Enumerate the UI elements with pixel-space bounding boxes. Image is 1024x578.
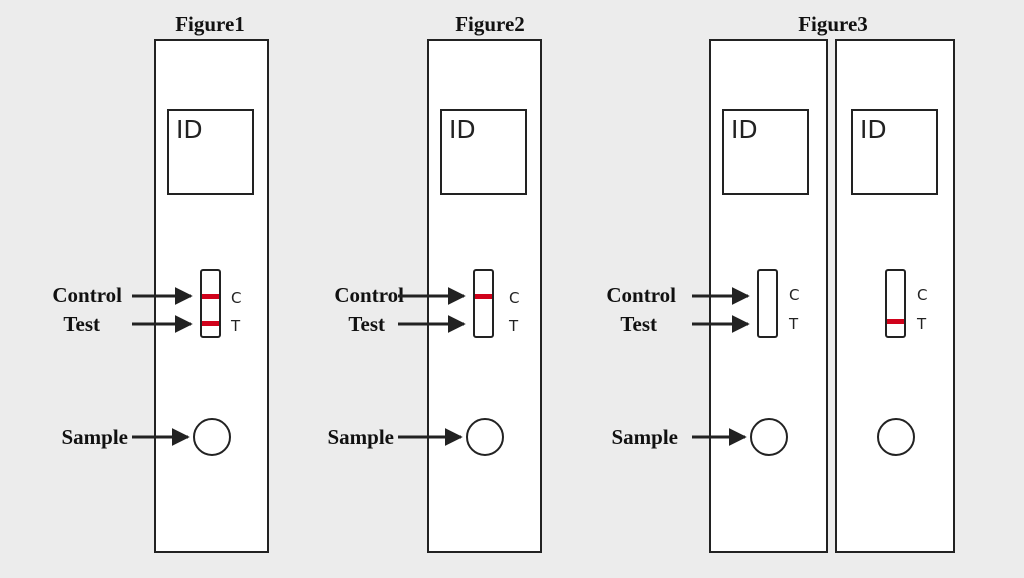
test-label: Test bbox=[348, 312, 385, 336]
id-box bbox=[722, 109, 809, 195]
sample-label: Sample bbox=[611, 425, 678, 449]
figure1-title: Figure1 bbox=[175, 12, 245, 36]
figure3-title: Figure3 bbox=[798, 12, 868, 36]
cassette-figure3-right: ID C T bbox=[835, 39, 955, 553]
sample-label: Sample bbox=[327, 425, 394, 449]
control-label: Control bbox=[606, 283, 676, 307]
sample-well bbox=[466, 418, 504, 456]
sample-well bbox=[877, 418, 915, 456]
test-label: Test bbox=[620, 312, 657, 336]
test-line bbox=[202, 321, 219, 326]
sample-well bbox=[193, 418, 231, 456]
id-box bbox=[167, 109, 254, 195]
test-line bbox=[887, 319, 904, 324]
t-mark: T bbox=[788, 315, 799, 333]
test-label: Test bbox=[63, 312, 100, 336]
t-mark: T bbox=[508, 317, 519, 335]
control-label: Control bbox=[334, 283, 404, 307]
id-label: ID bbox=[449, 115, 476, 144]
result-window bbox=[200, 269, 221, 338]
control-line bbox=[202, 294, 219, 299]
t-mark: T bbox=[230, 317, 241, 335]
sample-well bbox=[750, 418, 788, 456]
figure2-title: Figure2 bbox=[455, 12, 525, 36]
c-mark: C bbox=[509, 289, 519, 307]
id-label: ID bbox=[860, 115, 887, 144]
cassette-figure2: ID C T bbox=[427, 39, 542, 553]
id-label: ID bbox=[176, 115, 203, 144]
result-window bbox=[757, 269, 778, 338]
control-line bbox=[475, 294, 492, 299]
t-mark: T bbox=[916, 315, 927, 333]
id-box bbox=[440, 109, 527, 195]
id-box bbox=[851, 109, 938, 195]
result-window bbox=[473, 269, 494, 338]
c-mark: C bbox=[917, 286, 927, 304]
result-window bbox=[885, 269, 906, 338]
sample-label: Sample bbox=[61, 425, 128, 449]
c-mark: C bbox=[789, 286, 799, 304]
id-label: ID bbox=[731, 115, 758, 144]
control-label: Control bbox=[52, 283, 122, 307]
c-mark: C bbox=[231, 289, 241, 307]
